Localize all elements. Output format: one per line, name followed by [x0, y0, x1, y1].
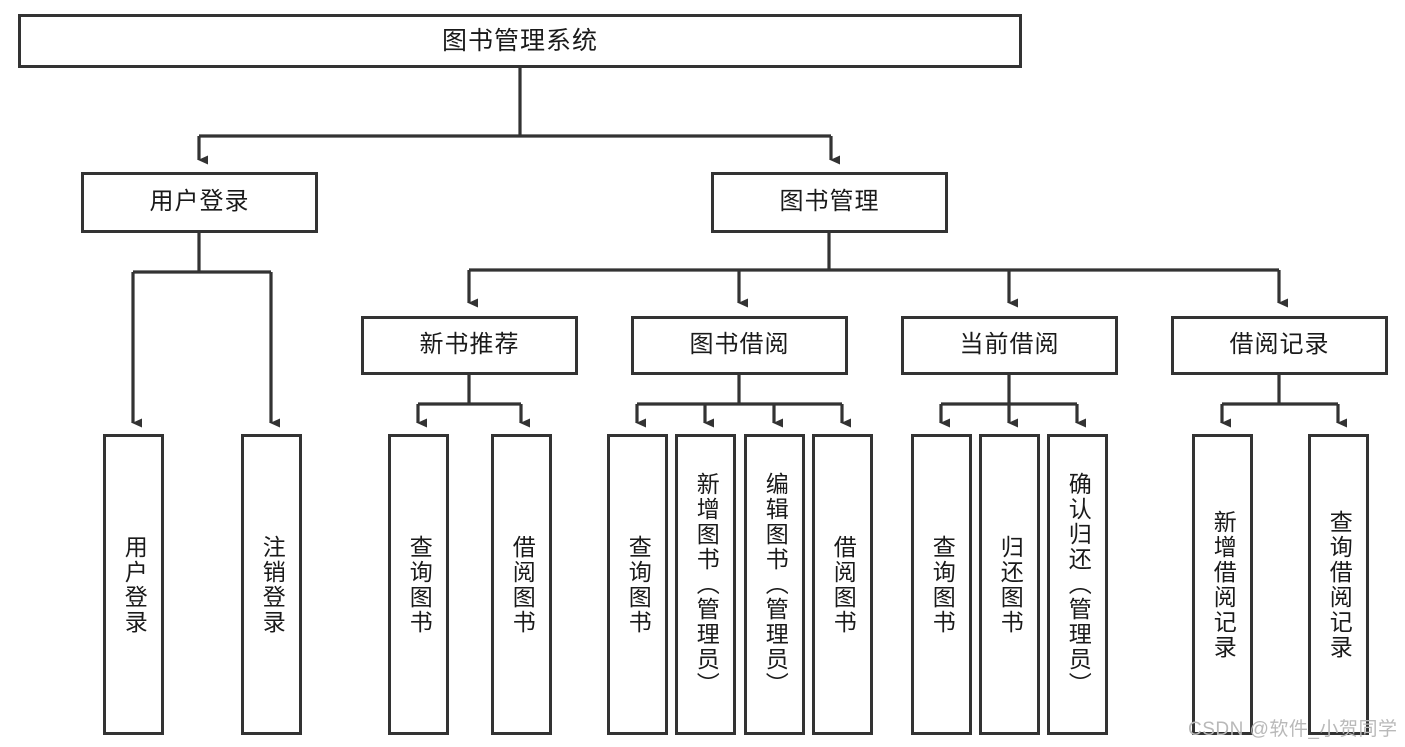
leaf-new-book-borrow-book[interactable]: 借阅图书 [491, 434, 552, 735]
leaf-borrow-records-query-record[interactable]: 查询借阅记录 [1308, 434, 1369, 735]
leaf-current-borrow-return-book[interactable]: 归还图书 [979, 434, 1040, 735]
node-label: 当前借阅 [959, 331, 1060, 359]
node-user-login[interactable]: 用户登录 [81, 172, 318, 233]
node-label: 用户登录 [121, 534, 148, 635]
node-label: 查询图书 [625, 534, 652, 635]
node-label: 图书借阅 [689, 331, 790, 359]
node-label: 归还图书 [997, 534, 1024, 635]
leaf-book-borrow-borrow-book[interactable]: 借阅图书 [812, 434, 873, 735]
node-label: 查询图书 [406, 534, 433, 635]
leaf-user-login-logout[interactable]: 注销登录 [241, 434, 302, 735]
node-label: 确认归还（管理员） [1065, 472, 1092, 697]
leaf-current-borrow-confirm-return-admin[interactable]: 确认归还（管理员） [1047, 434, 1108, 735]
node-label: 用户登录 [149, 188, 250, 216]
node-label: 借阅图书 [830, 534, 857, 635]
leaf-user-login-login[interactable]: 用户登录 [103, 434, 164, 735]
leaf-book-borrow-add-book-admin[interactable]: 新增图书（管理员） [675, 434, 736, 735]
node-label: 编辑图书（管理员） [762, 472, 789, 697]
leaf-new-book-query-book[interactable]: 查询图书 [388, 434, 449, 735]
node-label: 注销登录 [259, 534, 286, 635]
node-label: 借阅记录 [1229, 331, 1330, 359]
leaf-borrow-records-add-record[interactable]: 新增借阅记录 [1192, 434, 1253, 735]
node-label: 借阅图书 [509, 534, 536, 635]
node-label: 图书管理系统 [441, 27, 598, 55]
node-label: 新增图书（管理员） [693, 472, 720, 697]
node-book-borrow[interactable]: 图书借阅 [631, 316, 848, 375]
leaf-book-borrow-query-book[interactable]: 查询图书 [607, 434, 668, 735]
node-label: 新增借阅记录 [1210, 509, 1237, 660]
watermark: CSDN @软件_小贺同学 [1188, 719, 1398, 740]
node-borrow-records[interactable]: 借阅记录 [1171, 316, 1388, 375]
leaf-current-borrow-query-book[interactable]: 查询图书 [911, 434, 972, 735]
node-label: 新书推荐 [419, 331, 520, 359]
node-new-book-recommend[interactable]: 新书推荐 [361, 316, 578, 375]
node-book-management[interactable]: 图书管理 [711, 172, 948, 233]
node-root-book-management-system[interactable]: 图书管理系统 [18, 14, 1022, 68]
leaf-book-borrow-edit-book-admin[interactable]: 编辑图书（管理员） [744, 434, 805, 735]
node-label: 查询借阅记录 [1326, 509, 1353, 660]
node-label: 查询图书 [929, 534, 956, 635]
node-label: 图书管理 [779, 188, 880, 216]
node-current-borrow[interactable]: 当前借阅 [901, 316, 1118, 375]
